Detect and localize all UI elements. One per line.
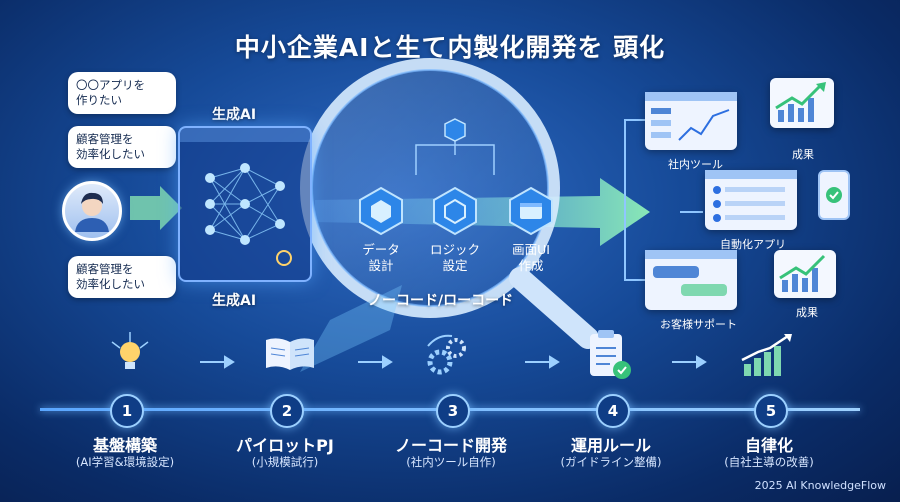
dashboard-icon <box>645 92 737 141</box>
ai-label-top: 生成AI <box>212 107 257 123</box>
checklist-icon <box>705 170 797 222</box>
rising-bars-icon <box>741 334 792 376</box>
timeline-step-3-title: ノーコード開発 <box>394 436 507 455</box>
timeline-step-1-number: 1 <box>110 394 144 428</box>
timeline-step-2-sub: (小規模試行) <box>251 455 319 469</box>
person-icon <box>75 192 109 232</box>
page-title: 中小企業AIと生て内製化開発を 頭化 <box>234 33 666 62</box>
hex-step-logic <box>430 186 480 240</box>
neural-network-icon <box>180 128 310 266</box>
speech-bubble-1: 〇〇アプリを 作りたい <box>68 72 176 114</box>
hex-step-data <box>356 186 406 240</box>
internal-tool-card <box>645 92 737 150</box>
speech-bubble-2: 顧客管理を 効率化したい <box>68 126 176 168</box>
timeline-step-4-sub: (ガイドライン整備) <box>560 455 662 469</box>
timeline-step-1-sub: (AI学習&環境設定) <box>75 455 175 469</box>
database-cube-icon <box>359 186 403 236</box>
mobile-check-icon <box>818 170 850 220</box>
automation-app-card <box>705 170 797 230</box>
hex-label-logic: ロジック 設定 <box>429 242 480 273</box>
timeline-step-1-title: 基盤構築 <box>92 436 157 455</box>
hex-label-data: データ 設計 <box>362 242 400 273</box>
logic-cube-icon <box>433 186 477 236</box>
automation-app-label: 自動化アプリ <box>720 238 786 251</box>
credit-text: 2025 AI KnowledgeFlow <box>754 479 886 492</box>
timeline-step-5-title: 自律化 <box>744 436 793 455</box>
result-chart-top <box>770 78 834 128</box>
hex-label-ui: 画面UI 作成 <box>512 242 550 273</box>
internal-tool-label: 社内ツール <box>668 158 723 171</box>
timeline-step-3-number: 3 <box>436 394 470 428</box>
timeline-step-3-sub: (社内ツール自作) <box>406 455 496 469</box>
customer-support-card <box>645 250 737 310</box>
growth-chart-icon <box>779 254 826 292</box>
timeline-step-2-number: 2 <box>270 394 304 428</box>
timeline-step-4-number: 4 <box>596 394 630 428</box>
nocode-label: ノーコード/ローコード <box>368 293 514 309</box>
light-beam <box>300 285 402 372</box>
window-icon <box>509 186 553 236</box>
open-book-icon <box>266 338 314 370</box>
magnifier-handle <box>509 267 599 349</box>
timeline-step-4-title: 運用ルール <box>570 436 651 455</box>
gears-cycle-icon <box>427 334 466 375</box>
result-label-bottom: 成果 <box>796 306 818 319</box>
growth-chart-icon <box>775 82 826 122</box>
timeline-step-5-sub: (自社主導の改善) <box>724 455 814 469</box>
ai-label-bottom: 生成AI <box>212 293 257 309</box>
arrow-avatar-to-ai <box>130 186 182 230</box>
chat-icon <box>645 250 737 296</box>
hex-step-ui <box>506 186 556 240</box>
speech-bubble-3: 顧客管理を 効率化したい <box>68 256 176 298</box>
ai-network-panel <box>178 126 312 282</box>
timeline-step-2-title: パイロットPJ <box>236 436 334 455</box>
clipboard-check-icon <box>590 330 631 379</box>
user-avatar <box>62 181 122 241</box>
customer-support-label: お客様サポート <box>660 318 737 331</box>
timeline-step-5-number: 5 <box>754 394 788 428</box>
top-cube-icon <box>444 118 466 142</box>
lightbulb-network-icon <box>111 332 149 369</box>
result-chart-bottom <box>774 250 836 298</box>
result-label-top: 成果 <box>792 148 814 161</box>
